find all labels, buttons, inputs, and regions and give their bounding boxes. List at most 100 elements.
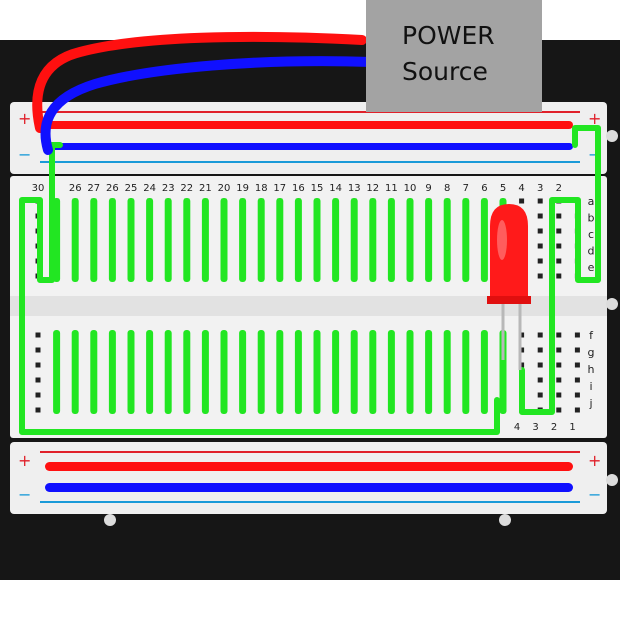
top-rail-plus-right: +: [588, 109, 601, 128]
column-strip-bottom: [462, 330, 470, 414]
column-number: 26: [69, 183, 82, 194]
column-strip-top: [406, 198, 414, 282]
bottom-rail-minus-right: −: [588, 485, 601, 504]
hole: [556, 377, 562, 383]
hole: [556, 243, 562, 249]
column-strip-top: [313, 198, 321, 282]
column-strip-bottom: [201, 330, 209, 414]
hole: [35, 347, 41, 353]
hole: [519, 198, 525, 204]
hole: [556, 258, 562, 264]
column-number-bottom: 2: [551, 422, 557, 433]
row-letter: b: [588, 212, 595, 225]
column-number: 13: [348, 183, 361, 194]
hole: [519, 362, 525, 368]
column-number: 15: [311, 183, 324, 194]
hole: [574, 392, 580, 398]
red-led: [487, 204, 531, 370]
column-strip-top: [332, 198, 340, 282]
column-number: 6: [481, 183, 487, 194]
hole: [537, 213, 543, 219]
row-letter: c: [588, 228, 594, 241]
column-number: 24: [143, 183, 156, 194]
column-strip-top: [257, 198, 265, 282]
column-strip-top: [369, 198, 377, 282]
positive-trace: [519, 125, 601, 415]
column-number: 23: [162, 183, 175, 194]
column-strip-top: [90, 198, 98, 282]
hole: [556, 273, 562, 279]
column-strip-top: [127, 198, 135, 282]
column-number: 26: [106, 183, 119, 194]
board-foot-mid-right: [606, 298, 618, 310]
ground-trace: [19, 142, 500, 435]
row-letter: j: [588, 397, 592, 410]
column-number: 21: [199, 183, 212, 194]
bottom-rail-blue-highlight: [45, 483, 573, 492]
column-strip-bottom: [276, 330, 284, 414]
column-strip-bottom: [294, 330, 302, 414]
hole: [537, 377, 543, 383]
column-strip-bottom: [90, 330, 98, 414]
row-letter: h: [588, 363, 595, 376]
column-strip-top: [108, 198, 116, 282]
column-strip-top: [425, 198, 433, 282]
bottom-power-rail: + − + −: [10, 442, 607, 514]
bottom-rail-red-highlight: [45, 462, 573, 471]
column-strip-top: [71, 198, 79, 282]
column-strip-bottom: [425, 330, 433, 414]
row-letter: g: [588, 346, 595, 359]
board-foot-right: [499, 514, 511, 526]
column-strip-top: [462, 198, 470, 282]
hole: [35, 332, 41, 338]
hole: [537, 392, 543, 398]
bottom-rail-plus-left: +: [18, 451, 31, 470]
column-strip-bottom: [127, 330, 135, 414]
top-rail-plus-left: +: [18, 109, 31, 128]
column-strip-bottom: [350, 330, 358, 414]
hole: [537, 198, 543, 204]
power-source-line2: Source: [402, 57, 488, 86]
column-strip-bottom: [499, 330, 507, 414]
column-strip-bottom: [71, 330, 79, 414]
column-strip-bottom: [313, 330, 321, 414]
column-strip-top: [183, 198, 191, 282]
column-strip-top: [350, 198, 358, 282]
column-strip-bottom: [108, 330, 116, 414]
top-rail-red-highlight: [45, 121, 573, 129]
column-number: 9: [425, 183, 431, 194]
hole: [574, 377, 580, 383]
column-number: 14: [329, 183, 342, 194]
column-number: 5: [500, 183, 506, 194]
hole: [574, 347, 580, 353]
board-foot-bottom-right: [606, 474, 618, 486]
hole: [519, 347, 525, 353]
column-number: 3: [537, 183, 543, 194]
column-number: 18: [255, 183, 268, 194]
bottom-rail-minus-left: −: [18, 485, 31, 504]
led-rim: [487, 296, 531, 304]
column-number-bottom: 1: [569, 422, 575, 433]
hole: [556, 347, 562, 353]
column-strip-bottom: [53, 330, 61, 414]
power-source-line1: POWER: [402, 21, 495, 50]
top-power-rail: + − + −: [10, 102, 607, 174]
hole: [537, 243, 543, 249]
column-number: 10: [404, 183, 417, 194]
green-connection-traces: [19, 125, 601, 435]
top-rail-minus-left: −: [18, 145, 31, 164]
column-strip-bottom: [406, 330, 414, 414]
hole: [556, 332, 562, 338]
column-strip-bottom: [183, 330, 191, 414]
column-strip-bottom: [480, 330, 488, 414]
hole: [35, 362, 41, 368]
hole: [556, 392, 562, 398]
column-strip-top: [201, 198, 209, 282]
column-strip-top: [443, 198, 451, 282]
red-power-wire: [32, 31, 367, 133]
hole: [556, 407, 562, 413]
column-number: 30: [32, 183, 45, 194]
row-letter: d: [588, 245, 595, 258]
